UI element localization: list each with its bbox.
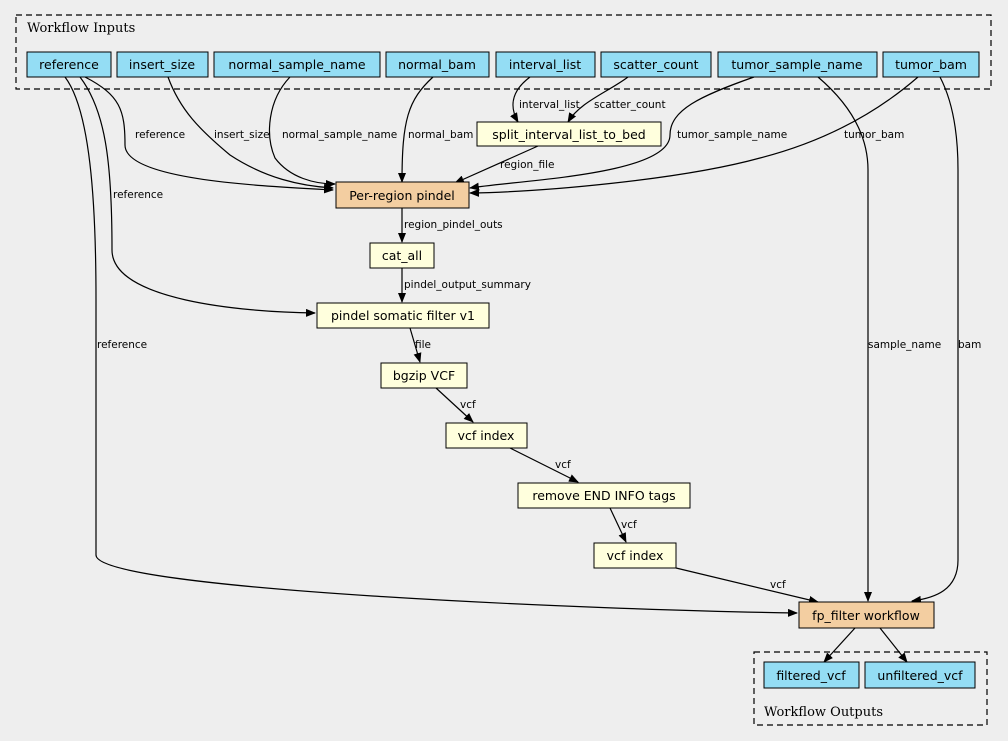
edge-label-tumor-sample-name: tumor_sample_name <box>677 129 787 141</box>
edge-label-vcf-1: vcf <box>460 399 476 411</box>
edge-label-bam: bam <box>958 339 981 351</box>
step-cat-all[interactable]: cat_all <box>369 242 435 269</box>
step-vcf-index-1[interactable]: vcf index <box>445 422 528 449</box>
edge-normal-sample-name <box>269 76 336 188</box>
edge-scatter-count <box>567 76 629 123</box>
step-pindel-somatic-filter-label: pindel somatic filter v1 <box>331 308 475 323</box>
output-nodes: filtered_vcf unfiltered_vcf <box>763 661 976 689</box>
step-split-interval-list-to-bed[interactable]: split_interval_list_to_bed <box>476 121 662 147</box>
input-tumor-bam[interactable]: tumor_bam <box>882 51 980 78</box>
input-scatter-count-label: scatter_count <box>613 57 698 72</box>
edge-label-normal-sample-name: normal_sample_name <box>282 129 397 141</box>
edge-region-file <box>454 145 539 184</box>
edge-interval-list <box>510 76 531 123</box>
input-normal-sample-name[interactable]: normal_sample_name <box>213 51 381 78</box>
edge-reference-fp <box>64 76 798 617</box>
input-interval-list-label: interval_list <box>509 57 581 72</box>
workflow-inputs-title: Workflow Inputs <box>27 21 135 36</box>
step-vcf-index-2-label: vcf index <box>607 548 664 563</box>
edge-file <box>409 327 422 363</box>
input-reference[interactable]: reference <box>26 51 112 78</box>
step-bgzip-vcf[interactable]: bgzip VCF <box>380 362 468 389</box>
edge-vcf-3 <box>609 507 627 543</box>
workflow-inputs-cluster: Workflow Inputs <box>15 14 992 90</box>
edge-vcf-4 <box>675 567 819 604</box>
input-normal-sample-name-label: normal_sample_name <box>228 57 366 72</box>
step-fp-filter-workflow[interactable]: fp_filter workflow <box>798 601 935 629</box>
edge-label-sample-name: sample_name <box>868 339 941 351</box>
input-insert-size[interactable]: insert_size <box>116 51 209 78</box>
workflow-outputs-title: Workflow Outputs <box>764 705 883 720</box>
edge-vcf-1 <box>435 387 474 423</box>
edge-label-reference-fp: reference <box>97 339 147 351</box>
edge-label-reference-filter: reference <box>113 189 163 201</box>
input-tumor-sample-name[interactable]: tumor_sample_name <box>717 51 878 78</box>
edge-normal-bam <box>398 76 434 183</box>
edge-filtered-vcf <box>823 627 856 663</box>
step-per-region-pindel[interactable]: Per-region pindel <box>335 181 470 209</box>
input-interval-list[interactable]: interval_list <box>495 51 596 78</box>
output-unfiltered-vcf-label: unfiltered_vcf <box>877 668 963 683</box>
edge-label-reference-pindel: reference <box>135 129 185 141</box>
step-remove-end-info-tags[interactable]: remove END INFO tags <box>517 482 691 509</box>
edge-label-vcf-4: vcf <box>770 579 786 591</box>
output-filtered-vcf[interactable]: filtered_vcf <box>763 661 860 689</box>
input-reference-label: reference <box>39 57 99 72</box>
step-per-region-pindel-label: Per-region pindel <box>349 188 455 203</box>
step-bgzip-vcf-label: bgzip VCF <box>393 368 455 383</box>
output-unfiltered-vcf[interactable]: unfiltered_vcf <box>864 661 976 689</box>
edge-reference-pindel <box>84 76 334 194</box>
edge-labels: interval_list scatter_count reference in… <box>97 99 981 591</box>
step-pindel-somatic-filter[interactable]: pindel somatic filter v1 <box>316 302 490 329</box>
edge-reference-filter <box>79 76 316 317</box>
step-nodes: split_interval_list_to_bed Per-region pi… <box>316 121 935 629</box>
step-remove-end-info-tags-label: remove END INFO tags <box>532 488 675 503</box>
step-fp-filter-workflow-label: fp_filter workflow <box>812 608 920 623</box>
edge-bam <box>911 76 959 604</box>
input-normal-bam[interactable]: normal_bam <box>385 51 490 78</box>
edge-sample-name <box>817 76 872 602</box>
workflow-outputs-cluster: Workflow Outputs <box>753 651 988 726</box>
edge-label-file: file <box>415 339 431 351</box>
edge-label-scatter-count: scatter_count <box>594 99 666 111</box>
edge-label-region-pindel-outs: region_pindel_outs <box>404 219 503 231</box>
output-filtered-vcf-label: filtered_vcf <box>776 668 846 683</box>
step-cat-all-label: cat_all <box>382 248 422 263</box>
step-split-label: split_interval_list_to_bed <box>492 127 645 142</box>
edge-label-interval-list: interval_list <box>519 99 580 111</box>
input-nodes: reference insert_size normal_sample_name… <box>26 51 980 78</box>
input-tumor-bam-label: tumor_bam <box>895 57 967 72</box>
edge-tumor-sample-name <box>469 76 755 191</box>
edge-tumor-bam <box>469 76 919 197</box>
input-normal-bam-label: normal_bam <box>398 57 476 72</box>
edges <box>64 76 959 663</box>
input-scatter-count[interactable]: scatter_count <box>600 51 712 78</box>
edge-vcf-2 <box>509 447 579 483</box>
edge-label-vcf-3: vcf <box>621 519 637 531</box>
edge-label-insert-size: insert_size <box>214 129 270 141</box>
step-vcf-index-1-label: vcf index <box>458 428 515 443</box>
input-insert-size-label: insert_size <box>129 57 195 72</box>
edge-label-pindel-output-summary: pindel_output_summary <box>404 279 531 291</box>
edge-label-tumor-bam: tumor_bam <box>844 129 904 141</box>
edge-unfiltered-vcf <box>879 627 908 663</box>
edge-insert-size <box>167 76 334 192</box>
edge-label-normal-bam: normal_bam <box>408 129 473 141</box>
edge-label-vcf-2: vcf <box>555 459 571 471</box>
step-vcf-index-2[interactable]: vcf index <box>593 542 677 569</box>
input-tumor-sample-name-label: tumor_sample_name <box>731 57 862 72</box>
edge-label-region-file: region_file <box>500 159 554 171</box>
